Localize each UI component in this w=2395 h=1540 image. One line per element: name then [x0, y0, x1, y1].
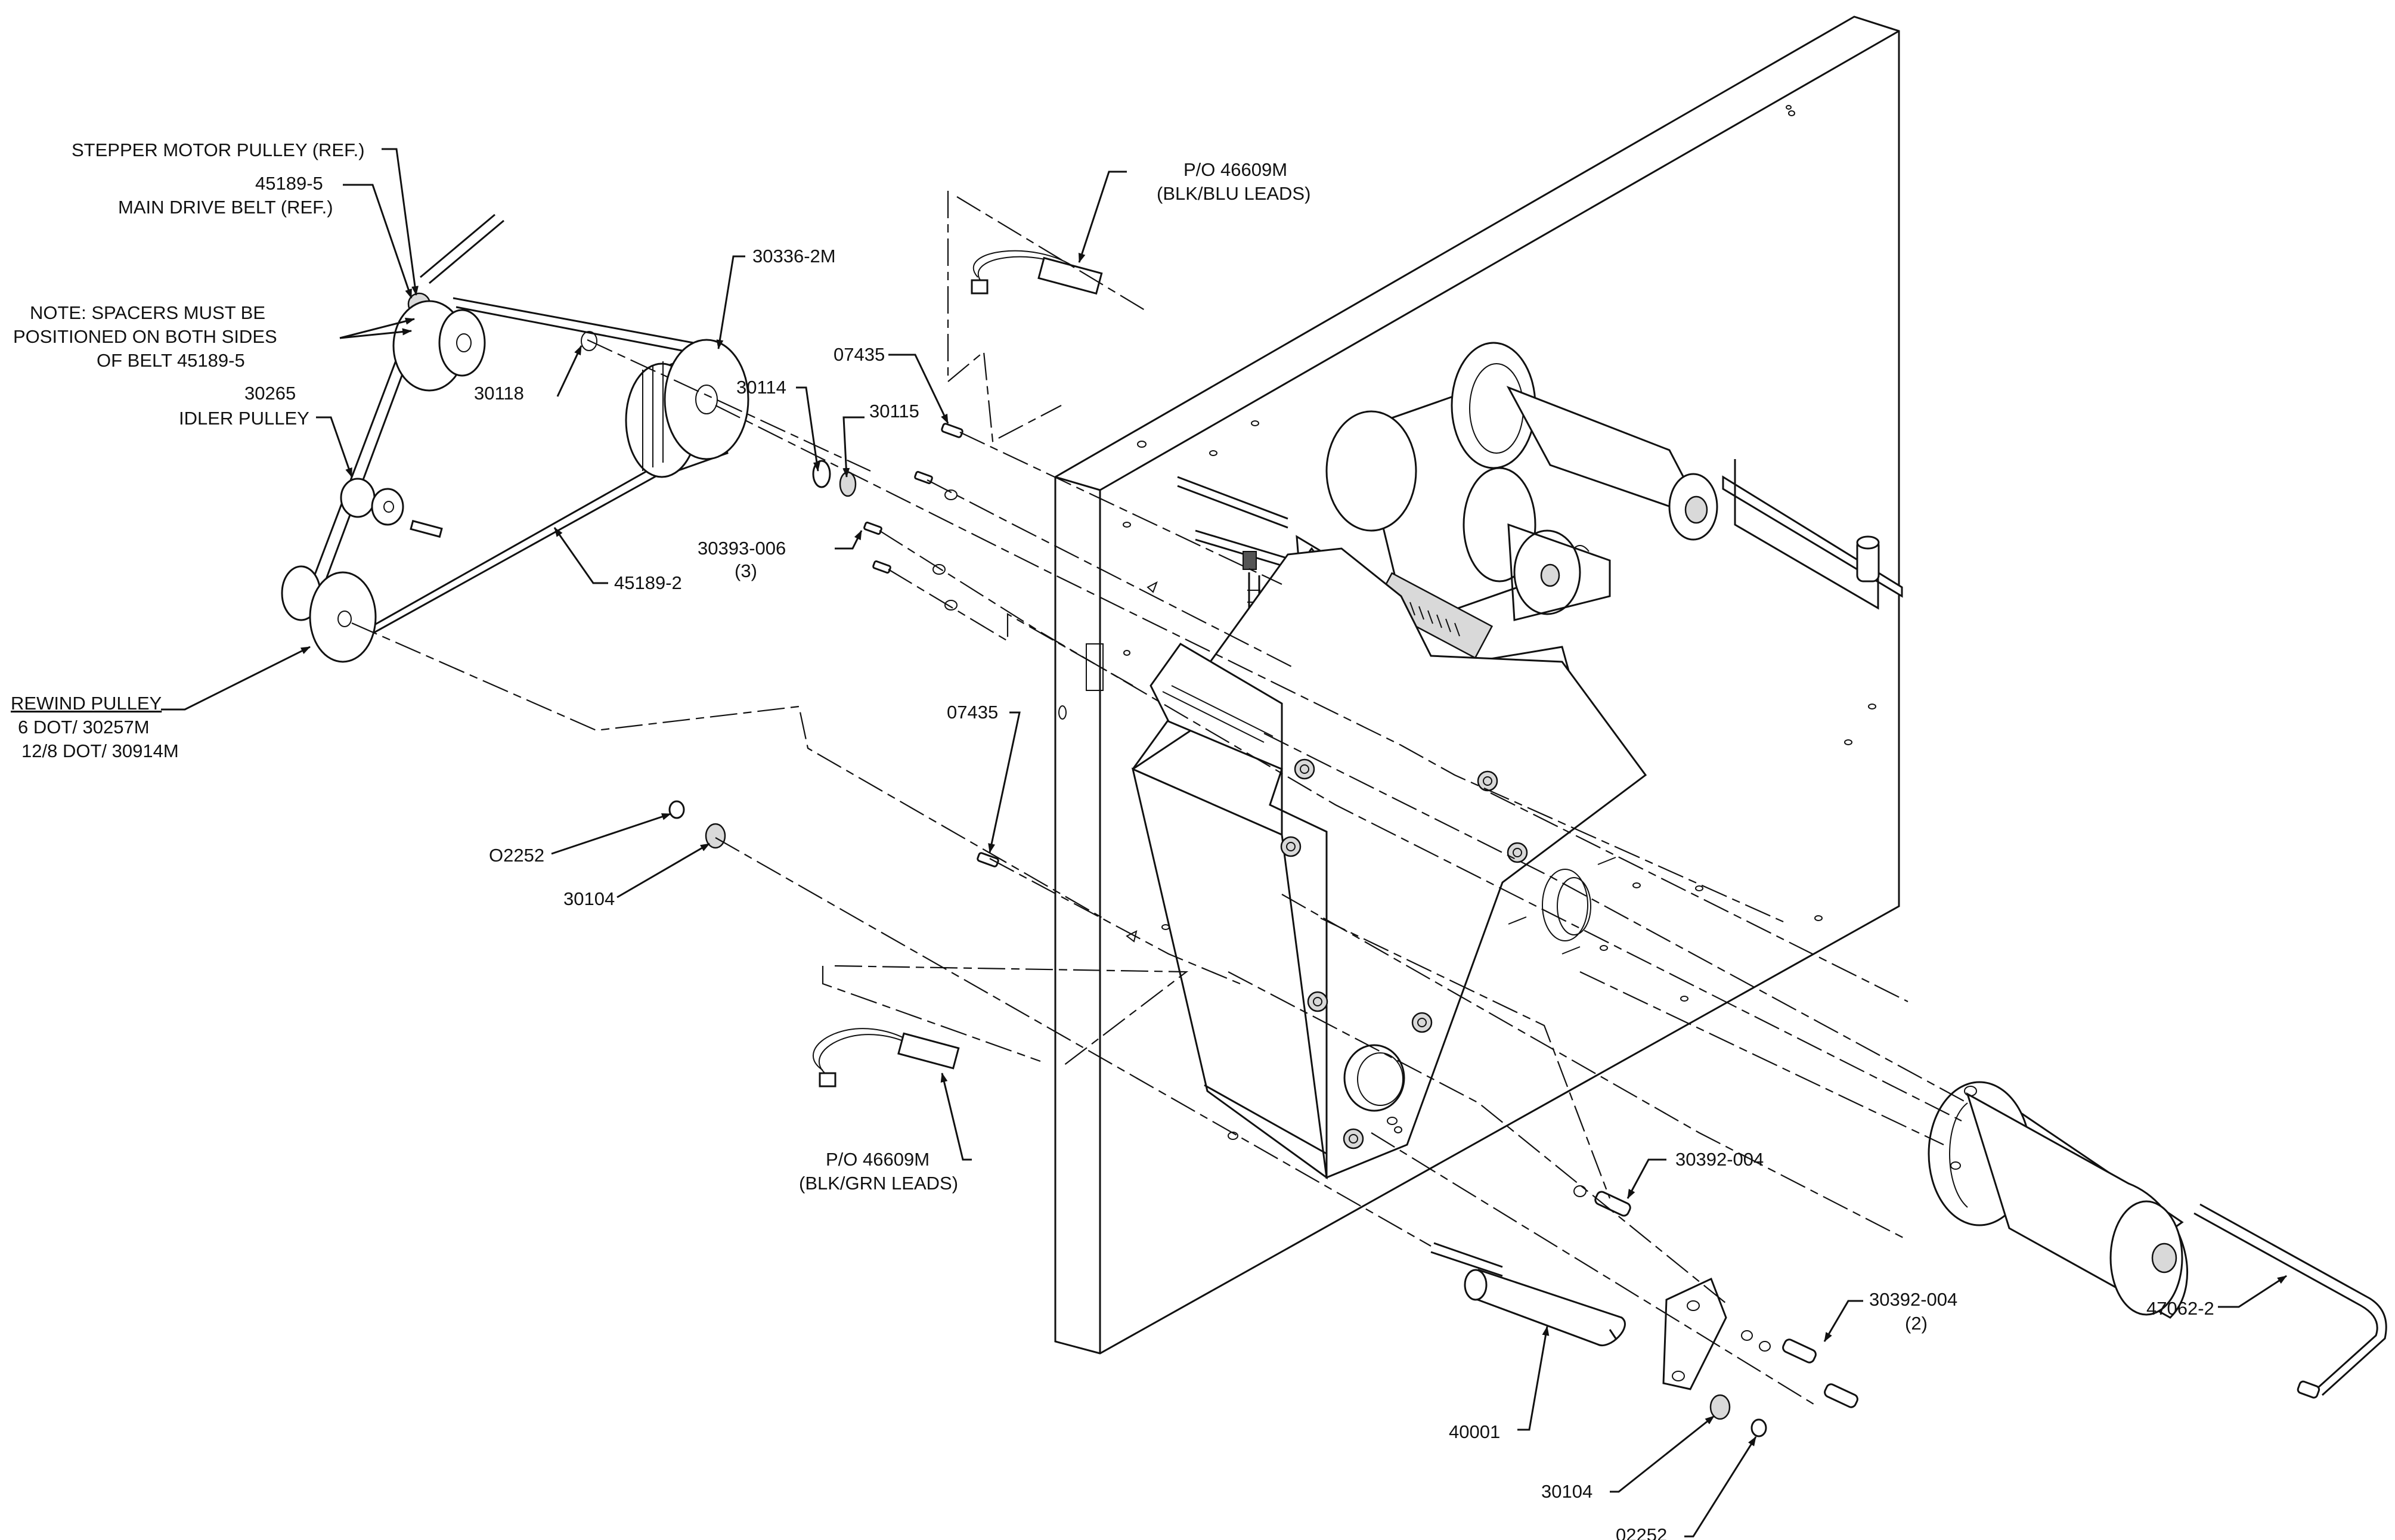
label-main-drive-belt-part: 45189-5	[255, 173, 323, 194]
label-30392-004-b: 30392-004	[1869, 1289, 1957, 1310]
label-qty-2: (2)	[1905, 1313, 1928, 1334]
label-note-line1: NOTE: SPACERS MUST BE	[30, 302, 265, 323]
label-qty-3: (3)	[735, 560, 757, 581]
label-note-line3: OF BELT 45189-5	[97, 350, 245, 371]
label-30104-bottom: 30104	[1541, 1481, 1592, 1502]
label-rewind-pulley: REWIND PULLEY	[11, 693, 162, 714]
label-30114: 30114	[736, 377, 786, 398]
label-main-drive-belt: MAIN DRIVE BELT (REF.)	[118, 197, 333, 218]
hardware	[668, 423, 1858, 1437]
assembly-centerlines	[351, 191, 1968, 1408]
label-po-grn-part: P/O 46609M	[826, 1149, 930, 1170]
callout-labels: STEPPER MOTOR PULLEY (REF.) 45189-5 MAIN…	[11, 140, 2214, 1540]
label-po-blu-part: P/O 46609M	[1183, 159, 1287, 180]
label-30393-006: 30393-006	[698, 538, 786, 559]
connector-blu	[971, 250, 1103, 295]
label-idler-pulley-part: 30265	[244, 383, 296, 404]
label-30392-004-a: 30392-004	[1675, 1149, 1764, 1170]
label-30104-left: 30104	[563, 888, 615, 909]
side-frame-plate	[1131, 547, 1647, 1180]
belt-drive-system	[281, 213, 857, 663]
label-o2252: O2252	[489, 845, 544, 866]
label-note-line2: POSITIONED ON BOTH SIDES	[13, 326, 277, 347]
label-47062-2: 47062-2	[2146, 1298, 2214, 1319]
leader-lines	[161, 148, 2287, 1538]
label-rewind-128dot: 12/8 DOT/ 30914M	[21, 740, 179, 761]
label-30115: 30115	[869, 401, 919, 422]
label-40001: 40001	[1449, 1421, 1500, 1442]
label-po-grn-leads: (BLK/GRN LEADS)	[799, 1173, 958, 1194]
label-02252-bottom: 02252	[1616, 1524, 1667, 1540]
rewind-spindle	[1928, 1081, 2387, 1399]
label-30118: 30118	[474, 383, 524, 404]
label-stepper-motor-pulley: STEPPER MOTOR PULLEY (REF.)	[72, 140, 365, 160]
label-07435-mid: 07435	[947, 702, 998, 723]
label-07435-top: 07435	[834, 344, 885, 365]
label-rewind-6dot: 6 DOT/ 30257M	[18, 717, 150, 738]
label-45189-2: 45189-2	[614, 572, 682, 593]
connector-grn	[813, 1028, 960, 1087]
label-30336-2m: 30336-2M	[752, 246, 836, 267]
label-po-blu-leads: (BLK/BLU LEADS)	[1157, 183, 1310, 204]
label-idler-pulley: IDLER PULLEY	[179, 408, 309, 429]
